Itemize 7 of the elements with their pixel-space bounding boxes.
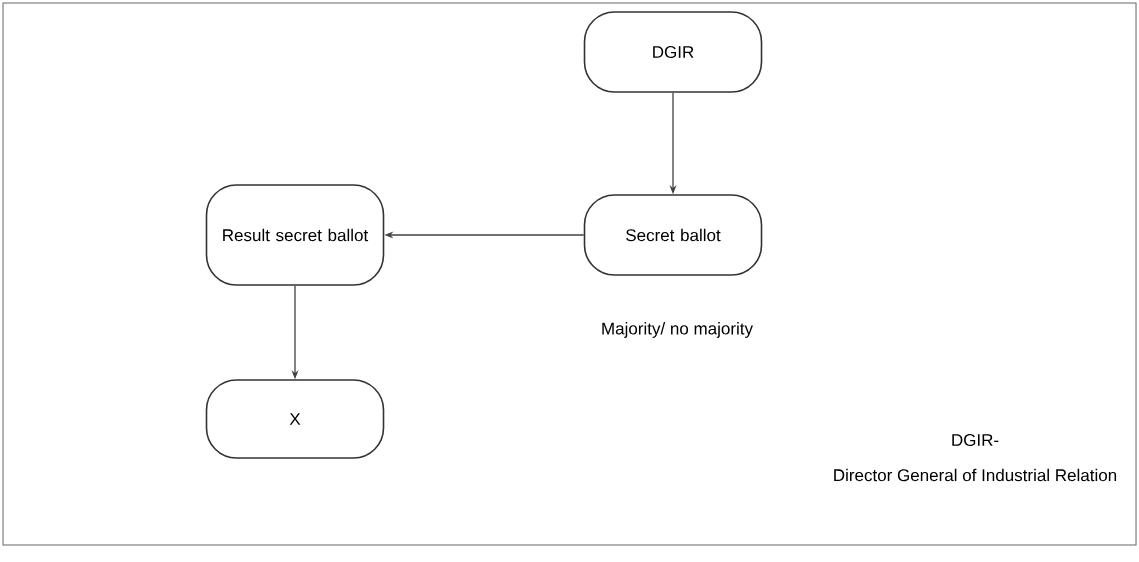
process-box: DGIR: [583, 11, 763, 93]
note-text: Majority/ no majority: [602, 322, 753, 338]
process-box: Secret ballot: [583, 194, 763, 276]
process-box: Result secret ballot: [205, 184, 385, 286]
process-box: X: [205, 379, 385, 459]
note-text: DGIR-: [952, 434, 999, 446]
note-text: Director General of Industrial Relation: [834, 468, 1117, 482]
